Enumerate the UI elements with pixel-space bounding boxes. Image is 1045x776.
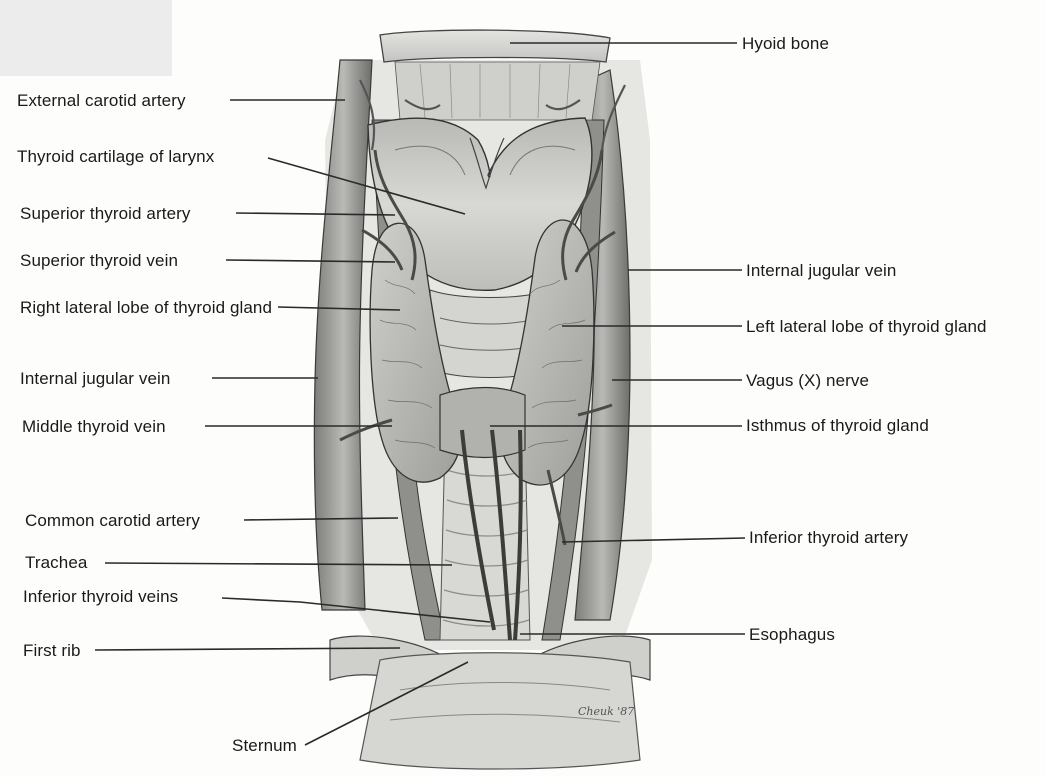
leader-superior-thyroid-vein [226, 260, 395, 262]
label-right-lateral-lobe: Right lateral lobe of thyroid gland [20, 297, 285, 318]
label-esophagus: Esophagus [749, 624, 835, 645]
leader-inferior-thyroid-veins [222, 598, 490, 622]
leader-common-carotid [244, 518, 398, 520]
label-external-carotid-artery: External carotid artery [17, 90, 186, 111]
label-left-lateral-lobe: Left lateral lobe of thyroid gland [746, 316, 987, 337]
label-isthmus: Isthmus of thyroid gland [746, 415, 929, 436]
leader-trachea [105, 563, 452, 565]
label-internal-jugular-vein-right: Internal jugular vein [746, 260, 896, 281]
artist-signature: Cheuk '87 [578, 705, 634, 718]
label-vagus-nerve: Vagus (X) nerve [746, 370, 869, 391]
label-superior-thyroid-artery: Superior thyroid artery [20, 203, 190, 224]
label-thyroid-cartilage: Thyroid cartilage of larynx [17, 146, 214, 167]
leader-thyroid-cartilage [268, 158, 465, 214]
label-inferior-thyroid-veins: Inferior thyroid veins [23, 586, 178, 607]
label-common-carotid-artery: Common carotid artery [25, 510, 200, 531]
label-internal-jugular-vein-left: Internal jugular vein [20, 368, 170, 389]
leader-right-lobe [278, 307, 400, 310]
label-first-rib: First rib [23, 640, 81, 661]
leader-sternum [305, 662, 468, 745]
label-superior-thyroid-vein: Superior thyroid vein [20, 250, 178, 271]
leader-inferior-thyroid-artery [562, 538, 745, 542]
label-sternum: Sternum [232, 735, 297, 756]
leader-superior-thyroid-artery [236, 213, 395, 215]
label-middle-thyroid-vein: Middle thyroid vein [22, 416, 166, 437]
label-trachea: Trachea [25, 552, 87, 573]
leader-first-rib [95, 648, 400, 650]
label-hyoid-bone: Hyoid bone [742, 33, 829, 54]
label-inferior-thyroid-artery: Inferior thyroid artery [749, 527, 908, 548]
